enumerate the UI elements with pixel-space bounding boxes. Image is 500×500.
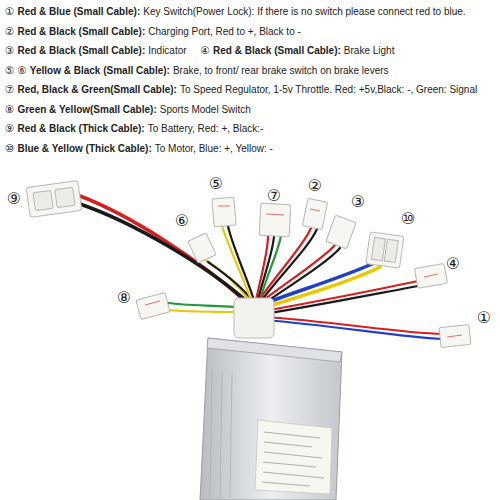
spec-sticker: [255, 420, 332, 494]
cable-grommet: [234, 298, 274, 338]
plug-connectors: [26, 181, 471, 348]
callout-number: ②: [308, 178, 322, 194]
cable-name: Red & Black (Small Cable):: [213, 45, 341, 56]
wire-bundle: [80, 196, 442, 339]
connector-tag-print: [145, 206, 462, 337]
cable-name: Red & Black (Small Cable):: [17, 26, 145, 37]
callout-number: ⑥: [175, 213, 189, 229]
cable-description: Sports Model Switch: [160, 104, 251, 115]
legend-line: ①Red & Blue (Small Cable):Key Switch(Pow…: [5, 5, 466, 19]
cable-name: Red, Black & Green(Small Cable):: [17, 84, 177, 95]
legend-line: ⑤⑥ Yellow & Black (Small Cable):Brake, to…: [5, 64, 389, 78]
sticker-print: [262, 432, 324, 486]
callout-number: ①: [5, 5, 14, 17]
cable-description: Key Switch(Power Lock): If there is no s…: [143, 6, 465, 17]
cable-name: Red & Black (Small Cable):: [17, 45, 145, 56]
legend-line: ⑨Red & Black (Thick Cable): To Battery, R…: [5, 122, 263, 136]
callout-number: ⑦: [267, 188, 281, 204]
callout-number: ④: [201, 44, 210, 56]
legend-line: ⑩Blue & Yellow (Thick Cable): To Motor, B…: [5, 142, 273, 156]
cable-description: Brake Light: [344, 45, 395, 56]
callout-number: ⑩: [5, 142, 14, 154]
cable-description: To Motor, Blue: +, Yellow: -: [155, 143, 273, 154]
cable-description: To Battery, Red: +, Black:-: [148, 123, 264, 134]
callout-number: ⑤: [209, 176, 223, 192]
callout-number: ⑧: [117, 290, 131, 306]
callout-number: ③: [351, 194, 365, 210]
callout-number: ⑥: [17, 64, 26, 76]
cable-name: Red & Black (Thick Cable):: [17, 123, 144, 134]
housing-fins: [210, 370, 232, 498]
legend-line: ⑧Green & Yellow(Small Cable): Sports Mode…: [5, 103, 251, 117]
controller-housing: [200, 338, 342, 500]
housing-top: [207, 338, 342, 362]
cable-description: Brake, to front/ rear brake switch on br…: [173, 65, 389, 76]
cable-description: To Speed Regulator, 1-5v Throttle. Red: …: [180, 84, 477, 95]
legend-line: ⑦Red, Black & Green(Small Cable):To Spee…: [5, 83, 477, 97]
callout-number: ②: [5, 25, 14, 37]
legend-line: ③Red & Black (Small Cable):Indicator④Red…: [5, 44, 394, 58]
cable-name: Red & Blue (Small Cable):: [17, 6, 140, 17]
callout-number: ⑨: [5, 122, 14, 134]
callout-number: ⑩: [401, 211, 415, 227]
cable-name: Yellow & Black (Small Cable):: [30, 65, 170, 76]
callout-number: ⑨: [7, 191, 21, 207]
legend-line: ②Red & Black (Small Cable):Charging Port…: [5, 25, 301, 39]
cable-description: Indicator: [148, 45, 186, 56]
cable-name: Blue & Yellow (Thick Cable):: [17, 143, 151, 154]
callout-number: ③: [5, 44, 14, 56]
cable-description: Charging Port, Red to +, Black to -: [148, 26, 301, 37]
callout-number: ①: [477, 310, 491, 326]
callout-number: ⑤: [5, 64, 14, 76]
cable-name: Green & Yellow(Small Cable):: [17, 104, 156, 115]
callout-number: ⑦: [5, 83, 14, 95]
callout-number: ⑧: [5, 103, 14, 115]
callout-number: ④: [446, 256, 460, 272]
